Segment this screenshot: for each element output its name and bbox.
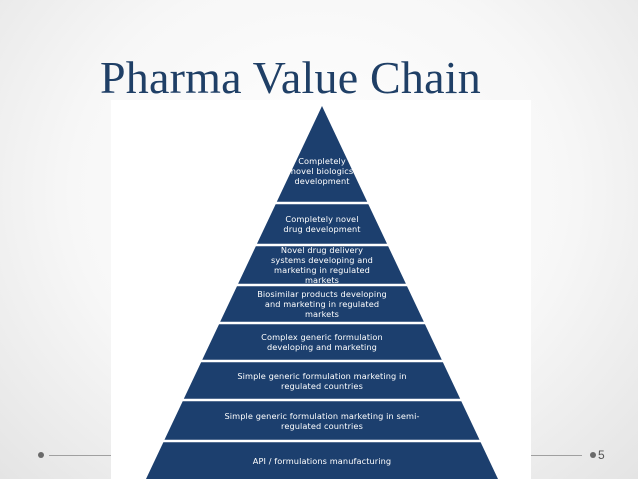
- slide-title: Pharma Value Chain: [100, 52, 481, 103]
- pyramid-tier-label-1: Completely novel biologics development: [290, 156, 354, 186]
- pyramid-tier-label-6: Simple generic formulation marketing in …: [237, 370, 407, 391]
- pyramid-tier-4: [220, 286, 424, 322]
- pyramid-tier-label-7: Simple generic formulation marketing in …: [224, 410, 420, 431]
- pager-left-dot: [38, 452, 44, 458]
- pyramid-tier-6: [183, 362, 461, 399]
- pyramid-tier-8: [146, 442, 498, 479]
- pyramid-tier-label-4: Biosimilar products developing and marke…: [257, 289, 387, 319]
- pyramid-tier-label-5: Complex generic formulation developing a…: [261, 332, 383, 352]
- pyramid-tier-1: [276, 106, 368, 202]
- pyramid-tier-label-2: Completely novel drug development: [283, 214, 361, 234]
- pyramid-tier-label-8: API / formulations manufacturing: [252, 455, 392, 466]
- pager-left-line: [49, 455, 111, 456]
- page-number: 5: [598, 448, 605, 462]
- pyramid-tier-label-3: Novel drug delivery systems developing a…: [271, 245, 373, 285]
- pyramid-tier-5: [202, 324, 442, 360]
- pyramid-tier-7: [164, 401, 480, 440]
- pager-right-dot: [590, 452, 596, 458]
- pyramid-tier-2: [256, 204, 388, 244]
- pyramid-tier-3: [238, 246, 406, 284]
- pager-right-line: [531, 455, 582, 456]
